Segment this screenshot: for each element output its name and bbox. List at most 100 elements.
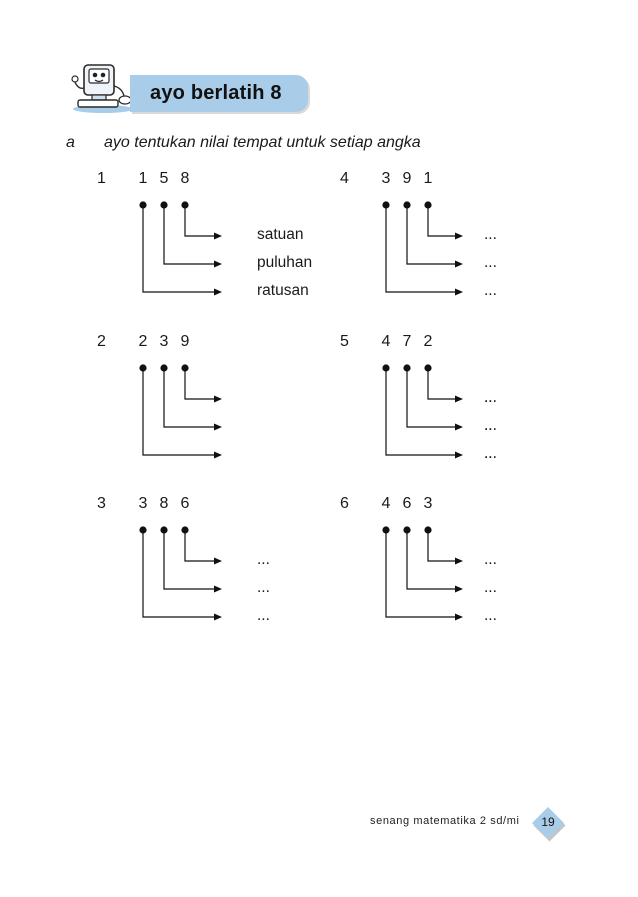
exercise-number: 2 [97, 333, 106, 350]
connector-line [163, 530, 215, 590]
arrow-head [455, 288, 463, 296]
exercise-number: 6 [340, 495, 349, 512]
connector-line [406, 368, 456, 428]
arrow-head [455, 232, 463, 240]
connector-line [385, 205, 456, 293]
connector-line [142, 205, 215, 293]
arrow-head [455, 613, 463, 621]
answer-blank[interactable]: ... [484, 445, 497, 462]
place-value-connector [424, 364, 463, 403]
digit: 3 [423, 495, 433, 512]
place-value-connector [160, 201, 222, 268]
answer-blank[interactable]: ... [484, 226, 497, 243]
answer-blank[interactable]: ... [484, 607, 497, 624]
place-value-connector [181, 201, 222, 240]
place-value-connector [181, 526, 222, 565]
digit: 9 [180, 333, 190, 350]
arrow-head [214, 613, 222, 621]
page-number-tab [532, 807, 566, 842]
place-value-connector [160, 364, 222, 431]
connector-line [142, 530, 215, 618]
instruction-text: ayo tentukan nilai tempat untuk setiap a… [104, 134, 421, 151]
digit: 1 [138, 170, 148, 187]
place-value-connector [382, 364, 463, 459]
answer-blank[interactable]: ... [484, 579, 497, 596]
arrow-head [214, 423, 222, 431]
exercise-title: ayo berlatih 8 [150, 82, 282, 104]
connector-line [427, 368, 456, 400]
arrow-head [214, 557, 222, 565]
arrow-head [214, 451, 222, 459]
arrow-head [455, 395, 463, 403]
digit: 1 [423, 170, 433, 187]
digit: 8 [180, 170, 190, 187]
arrow-head [455, 423, 463, 431]
connector-line [142, 368, 215, 456]
digit: 6 [180, 495, 190, 512]
digit: 9 [402, 170, 412, 187]
place-value-connector [424, 201, 463, 240]
place-value-connector [181, 364, 222, 403]
book-title: senang matematika 2 sd/mi [370, 815, 520, 827]
connector-line [163, 205, 215, 265]
digit: 6 [402, 495, 412, 512]
connector-line [406, 530, 456, 590]
exercise-number: 1 [97, 170, 106, 187]
arrow-head [455, 557, 463, 565]
connector-line [184, 368, 215, 400]
digit: 5 [159, 170, 169, 187]
arrow-head [214, 585, 222, 593]
digit: 2 [138, 333, 148, 350]
answer-blank[interactable]: ... [257, 551, 270, 568]
exercise-title-badge [130, 75, 308, 112]
answer-blank[interactable]: ... [484, 551, 497, 568]
answer-blank[interactable]: ... [484, 282, 497, 299]
answer-blank[interactable]: ... [484, 417, 497, 434]
exercise-number: 3 [97, 495, 106, 512]
exercise-number: 5 [340, 333, 349, 350]
answer-blank[interactable]: ... [484, 417, 497, 434]
connector-line [385, 368, 456, 456]
place-value-label: ratusan [257, 282, 309, 299]
answer-blank[interactable]: ... [484, 389, 497, 406]
arrow-head [214, 395, 222, 403]
connector-line [427, 530, 456, 562]
digit: 3 [159, 333, 169, 350]
place-value-connector [160, 526, 222, 593]
digit: 8 [159, 495, 169, 512]
digit: 7 [402, 333, 412, 350]
connector-line [184, 530, 215, 562]
section-letter: a [66, 134, 75, 151]
place-value-label: satuan [257, 226, 304, 243]
arrow-head [214, 288, 222, 296]
arrow-head [455, 451, 463, 459]
page-number: 19 [541, 815, 555, 829]
place-value-connector [139, 526, 222, 621]
arrow-head [455, 585, 463, 593]
place-value-label: puluhan [257, 254, 313, 271]
connector-line [427, 205, 456, 237]
connector-line [163, 368, 215, 428]
answer-blank[interactable]: ... [257, 579, 270, 596]
place-value-connector [139, 364, 222, 459]
arrow-head [455, 260, 463, 268]
computer-mascot-icon [71, 64, 133, 113]
digit: 4 [381, 333, 391, 350]
connector-line [184, 205, 215, 237]
place-value-connector [382, 201, 463, 296]
connector-line [406, 205, 456, 265]
digit: 3 [381, 170, 391, 187]
exercise-number: 4 [340, 170, 349, 187]
arrow-head [214, 260, 222, 268]
arrow-head [214, 232, 222, 240]
digit: 4 [381, 495, 391, 512]
digit: 2 [423, 333, 433, 350]
answer-blank[interactable]: ... [484, 389, 497, 406]
answer-blank[interactable]: ... [484, 445, 497, 462]
answer-blank[interactable]: ... [484, 254, 497, 271]
place-value-connector [424, 526, 463, 565]
place-value-connector [403, 526, 463, 593]
answer-blank[interactable]: ... [257, 607, 270, 624]
place-value-connector [403, 364, 463, 431]
